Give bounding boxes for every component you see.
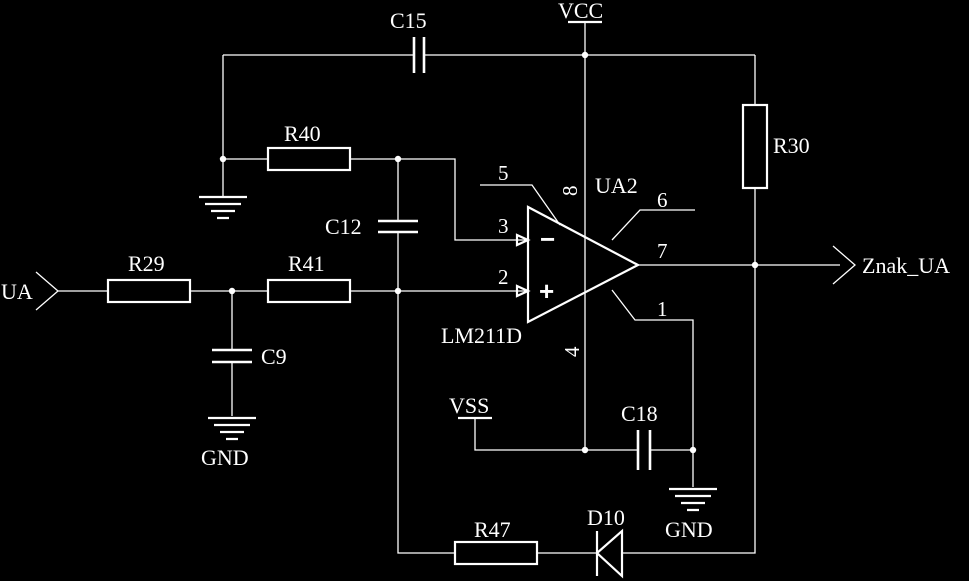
junction-dot [228, 287, 236, 295]
junction-dot [581, 51, 589, 59]
label-output-znak-ua: Znak_UA [862, 253, 950, 278]
capacitor-c18[interactable] [636, 430, 652, 470]
opamp-body[interactable] [526, 205, 641, 324]
label-r40: R40 [284, 121, 321, 146]
junction-dot [581, 446, 589, 454]
junction-dots [219, 51, 759, 454]
capacitor-c12[interactable] [378, 219, 418, 234]
pin-arrow-noninverting [515, 284, 531, 298]
ground-symbol-top [199, 195, 247, 220]
capacitor-c15[interactable] [412, 37, 426, 73]
pin-number-3: 3 [498, 214, 509, 238]
pin-number-7: 7 [657, 239, 668, 263]
pin-number-8: 8 [558, 186, 582, 197]
label-r47: R47 [474, 517, 511, 542]
junction-dot [219, 155, 227, 163]
pin-number-1: 1 [657, 297, 668, 321]
label-c12: C12 [325, 214, 362, 239]
ground-symbol-left [208, 416, 256, 441]
pin-arrow-inverting [515, 233, 531, 247]
junction-dot [394, 155, 402, 163]
label-opamp-designator: UA2 [595, 173, 638, 198]
opamp-minus-sign: − [540, 224, 555, 254]
junction-dot [689, 446, 697, 454]
pin-number-6: 6 [657, 188, 668, 212]
label-r41: R41 [288, 251, 325, 276]
label-input-ua: UA [1, 279, 33, 304]
resistor-r29[interactable] [106, 278, 192, 304]
junction-dot [751, 261, 759, 269]
ground-symbol-right [669, 487, 717, 512]
label-c18: C18 [621, 401, 658, 426]
label-vcc: VCC [558, 0, 603, 23]
pin-number-2: 2 [498, 265, 509, 289]
pin-number-5: 5 [498, 161, 509, 185]
label-gnd-left: GND [201, 445, 249, 470]
resistor-r40[interactable] [266, 146, 352, 172]
label-c9: C9 [261, 344, 287, 369]
label-c15: C15 [390, 8, 427, 33]
output-port-arrow[interactable] [832, 245, 856, 285]
opamp-plus-sign: + [539, 276, 554, 306]
resistor-r47[interactable] [453, 540, 539, 566]
label-r30: R30 [773, 133, 810, 158]
label-d10: D10 [587, 505, 625, 530]
resistor-r30[interactable] [741, 103, 769, 190]
capacitor-c9[interactable] [212, 348, 252, 364]
pin-number-4: 4 [560, 346, 584, 357]
label-opamp-part: LM211D [441, 323, 522, 348]
resistor-r41[interactable] [266, 278, 352, 304]
junction-dot [394, 287, 402, 295]
diode-d10[interactable] [595, 528, 624, 579]
label-r29: R29 [128, 251, 165, 276]
label-vss: VSS [449, 393, 489, 418]
input-port-arrow[interactable] [35, 271, 59, 311]
label-gnd-right: GND [665, 517, 713, 542]
wires [58, 22, 840, 554]
